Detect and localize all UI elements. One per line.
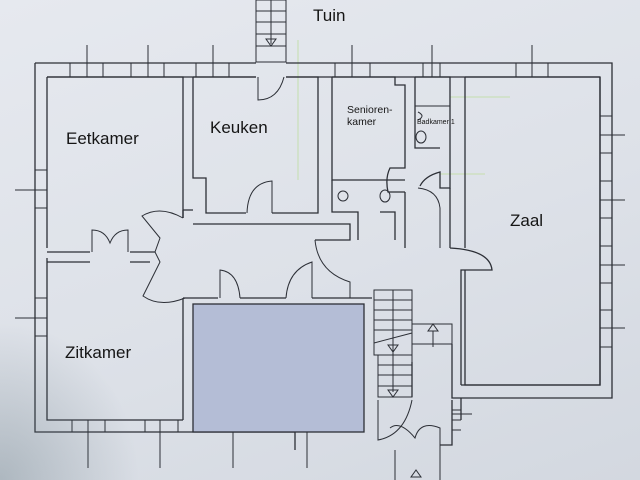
door-hall-south-1 (219, 269, 241, 299)
room-seniorenkamer-walls (331, 76, 406, 193)
room-zaal-walls (464, 76, 601, 386)
label-zaal: Zaal (510, 211, 544, 230)
room-eetkamer-walls (47, 76, 184, 253)
main-stairs (373, 289, 453, 398)
room-zitkamer-walls (47, 261, 184, 420)
door-hall-south-2 (285, 261, 313, 299)
label-tuin: Tuin (313, 6, 346, 25)
room-highlighted (192, 303, 365, 433)
label-zitkamer: Zitkamer (65, 343, 132, 362)
label-keuken: Keuken (210, 118, 268, 137)
garden-stairs (255, 0, 287, 63)
label-eetkamer: Eetkamer (66, 129, 139, 148)
door-hall-angled (141, 210, 186, 303)
door-eetkamer-zitkamer (91, 229, 129, 252)
label-badkamer: Badkamer 1 (417, 119, 455, 126)
label-seniorenkamer-line1: Senioren- (347, 104, 393, 116)
room-keuken-walls (192, 76, 319, 214)
room-badkamer-walls (414, 76, 451, 189)
entrance-doors (377, 399, 441, 480)
door-keuken (246, 180, 273, 214)
door-zaal (417, 187, 441, 248)
label-seniorenkamer-line2: kamer (347, 116, 377, 128)
door-garden (257, 76, 285, 101)
